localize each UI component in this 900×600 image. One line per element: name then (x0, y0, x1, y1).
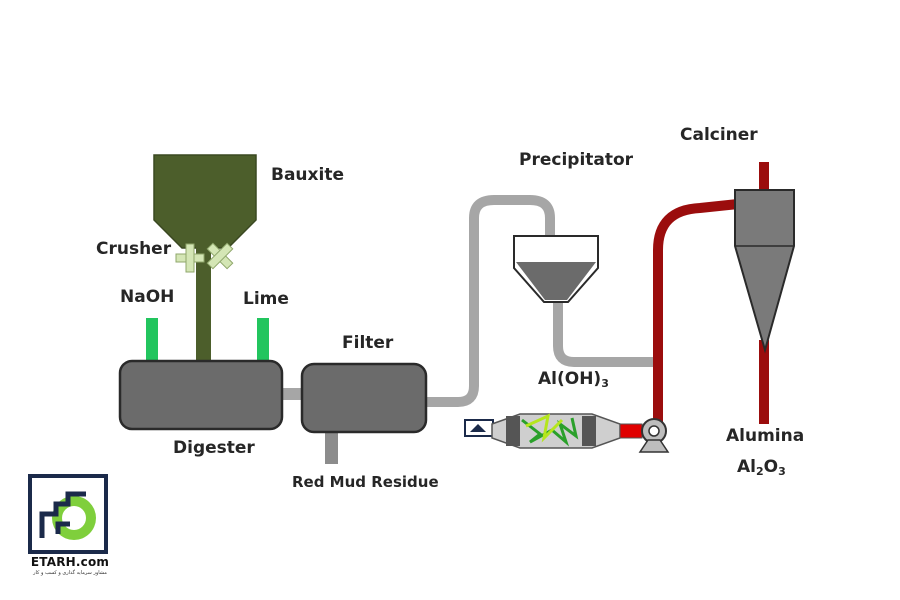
alumina-label: Alumina (726, 426, 805, 446)
red-mud-label: Red Mud Residue (292, 473, 439, 491)
precipitator-vessel (513, 235, 599, 303)
calciner-label: Calciner (680, 125, 758, 145)
logo-mark-icon (28, 474, 108, 554)
logo-name: ETARH.com (30, 555, 110, 569)
crusher-icon (175, 242, 234, 273)
bauxite-hopper (153, 154, 257, 249)
naoh-feed-pipe (146, 318, 158, 362)
al2o3-sub2: 3 (778, 465, 786, 478)
precipitator-label: Precipitator (519, 150, 634, 170)
hopper-stem (196, 246, 211, 364)
al2o3-label: Al2O3 (737, 457, 786, 478)
alumina-outlet-pipe (759, 340, 769, 424)
calciner-exhaust-pipe (759, 162, 769, 192)
filter-vessel (300, 362, 428, 434)
lime-label: Lime (243, 289, 289, 309)
lime-feed-pipe (257, 318, 269, 362)
red-mud-outlet-pipe (325, 430, 338, 464)
calciner-cyclone (734, 189, 795, 354)
crusher-label: Crusher (96, 239, 172, 259)
filter-label: Filter (342, 333, 394, 353)
al2o3-sub1: 2 (755, 465, 764, 478)
precipitator-outlet-pipe (553, 300, 658, 367)
bauxite-label: Bauxite (271, 165, 344, 185)
digester-vessel (118, 359, 284, 431)
al2o3-al: Al (737, 457, 756, 477)
kiln-calciner-pipe (652, 199, 739, 437)
filter-precipitator-pipe (426, 195, 555, 407)
logo-tagline: مشاور سرمایه گذاری و کسب و کار (33, 570, 107, 576)
aloh3-label: Al(OH)3 (538, 369, 609, 390)
etarh-logo: ETARH.com مشاور سرمایه گذاری و کسب و کار (28, 474, 112, 578)
al2o3-o: O (763, 457, 779, 477)
digester-label: Digester (173, 438, 255, 458)
aloh3-text: Al(OH) (538, 369, 602, 389)
rotary-kiln (464, 413, 670, 453)
aloh3-subscript: 3 (601, 377, 609, 390)
digester-filter-pipe (280, 388, 304, 400)
naoh-label: NaOH (120, 287, 175, 307)
